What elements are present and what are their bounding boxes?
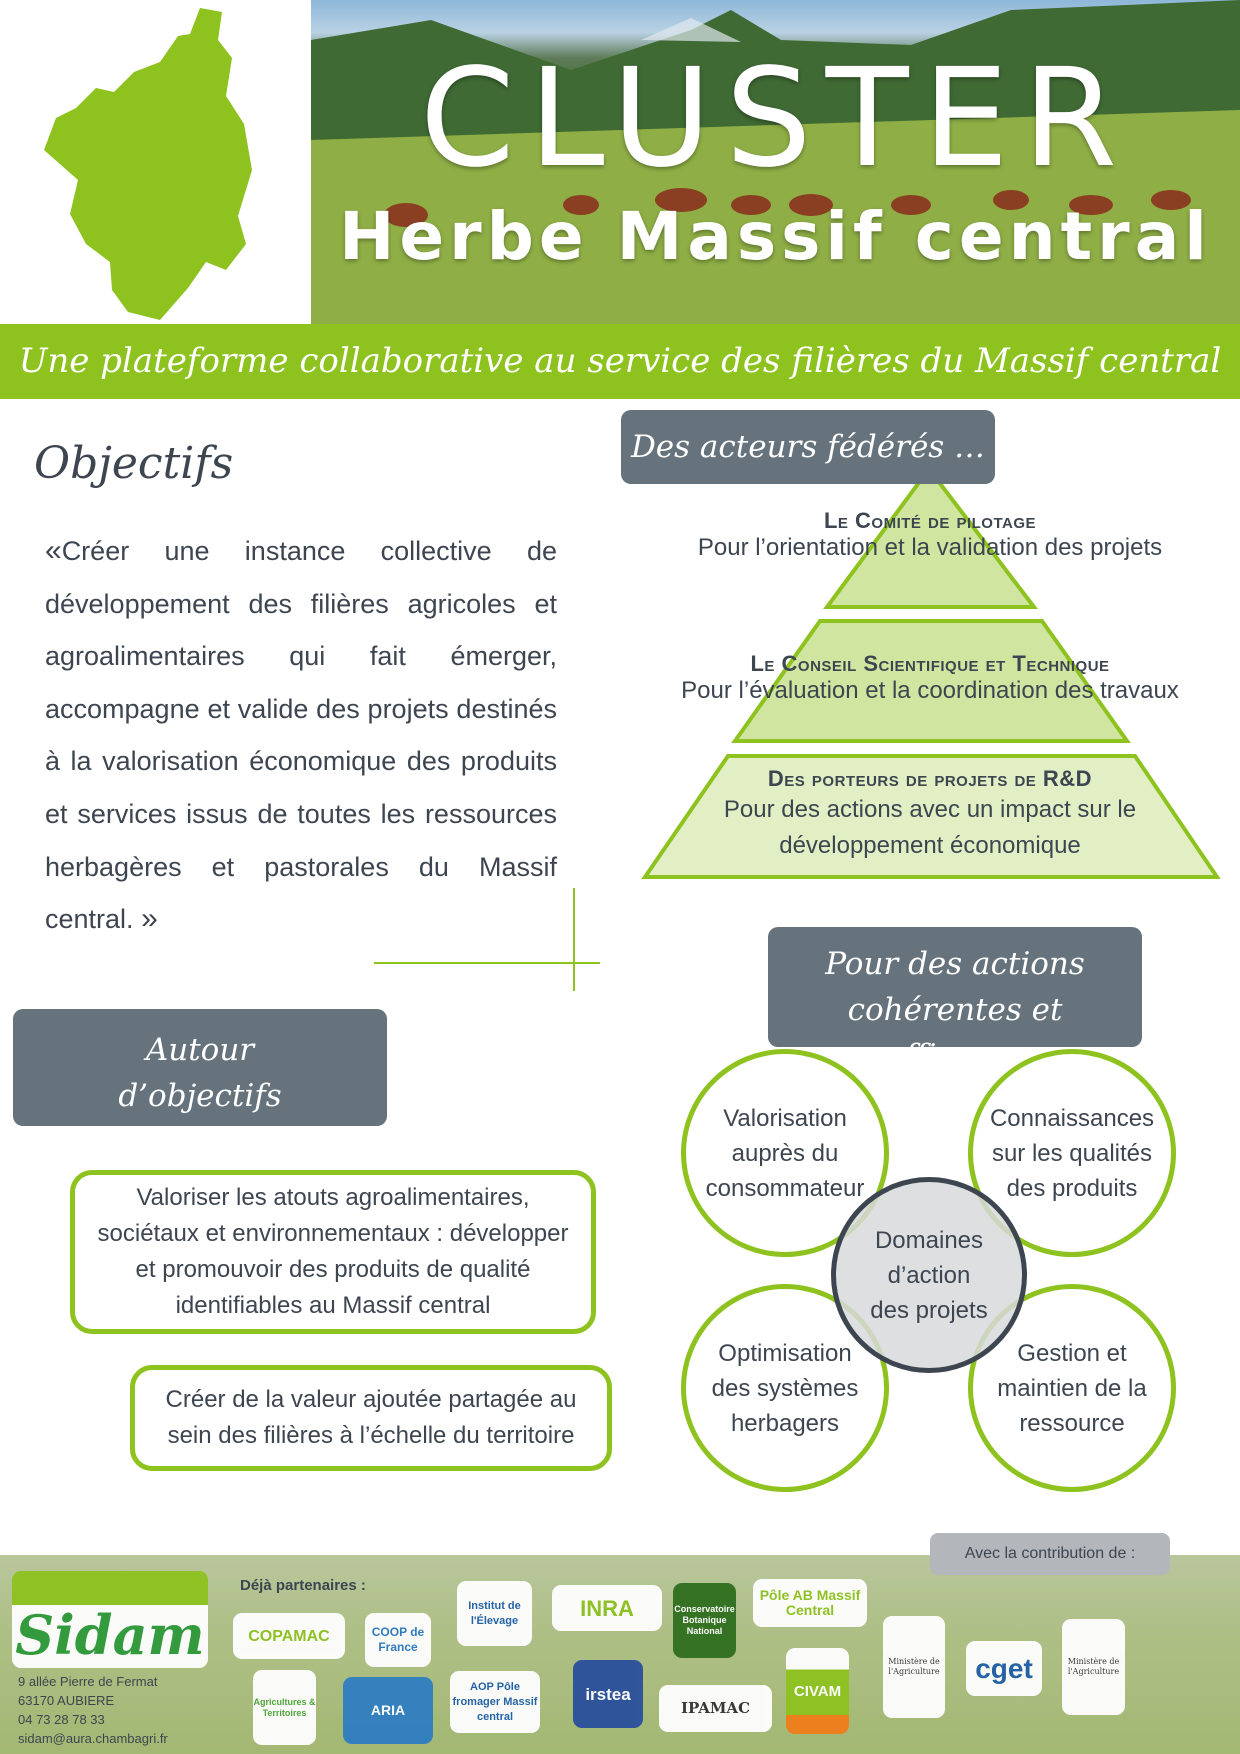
level-text: Pour l’orientation et la validation des … [697,534,1163,561]
close-quote: » [141,902,158,936]
acteurs-header-box: Des acteurs fédérés … [621,410,995,484]
partner-logo-institut-elevage: Institut de l'Élevage [457,1581,532,1646]
map-shape-icon [44,8,252,320]
partner-logo-civam: CIVAM [786,1648,849,1734]
objectifs-communs-box: Autour d’objectifs communs … [13,1009,387,1160]
partner-logo-inra: INRA [552,1585,662,1631]
pyramid-level-2: Le Conseil Scientifique et Technique Pou… [640,651,1220,705]
contributor-logo-cget: cget [966,1641,1042,1696]
contributor-logo-ministere-1: Ministère de l'Agriculture [883,1616,945,1718]
divider-vertical [573,888,575,991]
pyramid-diagram [641,465,1221,879]
partner-logo-agricultures-territoires: Agricultures & Territoires [253,1670,316,1745]
sidam-logo: Sidam [12,1571,208,1668]
objectifs-quote: «Créer une instance collective de dévelo… [45,525,557,946]
massif-central-map [0,0,311,324]
domain-circle-ressource: Gestion et maintien de la ressource [968,1284,1176,1492]
objectif-item-2: Créer de la valeur ajoutée partagée au s… [130,1365,612,1471]
domain-center-circle: Domaines d’action des projets [831,1177,1027,1373]
contribution-label: Avec la contribution de : [930,1533,1170,1575]
address-line: 9 allée Pierre de Fermat [18,1674,158,1689]
email-link[interactable]: sidam@aura.chambagri.fr [18,1731,168,1746]
poster-subtitle: Herbe Massif central [339,198,1212,275]
header-photo [311,0,1240,324]
actions-header-box: Pour des actions cohérentes et efficaces [768,927,1142,1074]
poster-title: CLUSTER [419,40,1132,198]
pyramid-level-1: Le Comité de pilotage Pour l’orientation… [640,508,1220,562]
partner-logo-pole-ab: Pôle AB Massif Central [753,1579,867,1627]
partner-logo-irstea: irstea [573,1660,643,1728]
partners-label: Déjà partenaires : [240,1577,366,1594]
level-heading: Le Conseil Scientifique et Technique [750,651,1110,676]
level-text: Pour des actions avec un impact sur le d… [723,796,1137,859]
partner-logo-aria: ARIA [343,1677,433,1744]
objectif-item-1: Valoriser les atouts agroalimentaires, s… [70,1170,596,1334]
phone: 04 73 28 78 33 [18,1712,105,1727]
address-line: 63170 AUBIERE [18,1693,115,1708]
partner-logo-conservatoire: Conservatoire Botanique National [673,1583,736,1658]
divider-horizontal [374,962,600,964]
landscape-image [311,0,1240,324]
sidam-address: 9 allée Pierre de Fermat 63170 AUBIERE 0… [18,1672,168,1748]
contributor-logo-ministere-2: Ministère de l'Agriculture [1062,1619,1125,1715]
partner-logo-copamac: COPAMAC [233,1613,345,1659]
partner-logo-coop: COOP de France [365,1613,431,1667]
partner-logo-aop: AOP Pôle fromager Massif central [450,1671,540,1733]
level-heading: Des porteurs de projets de R&D [767,766,1093,791]
objectifs-heading: Objectifs [34,438,234,489]
open-quote: « [45,534,62,567]
pyramid-level-3: Des porteurs de projets de R&D Pour des … [690,766,1170,864]
partner-logo-ipamac: IPAMAC [659,1685,772,1732]
tagline-band: Une plateforme collaborative au service … [0,324,1240,399]
level-text: Pour l’évaluation et la coordination des… [681,677,1179,704]
level-heading: Le Comité de pilotage [823,508,1037,533]
objectifs-text: Créer une instance collective de dévelop… [45,536,557,935]
